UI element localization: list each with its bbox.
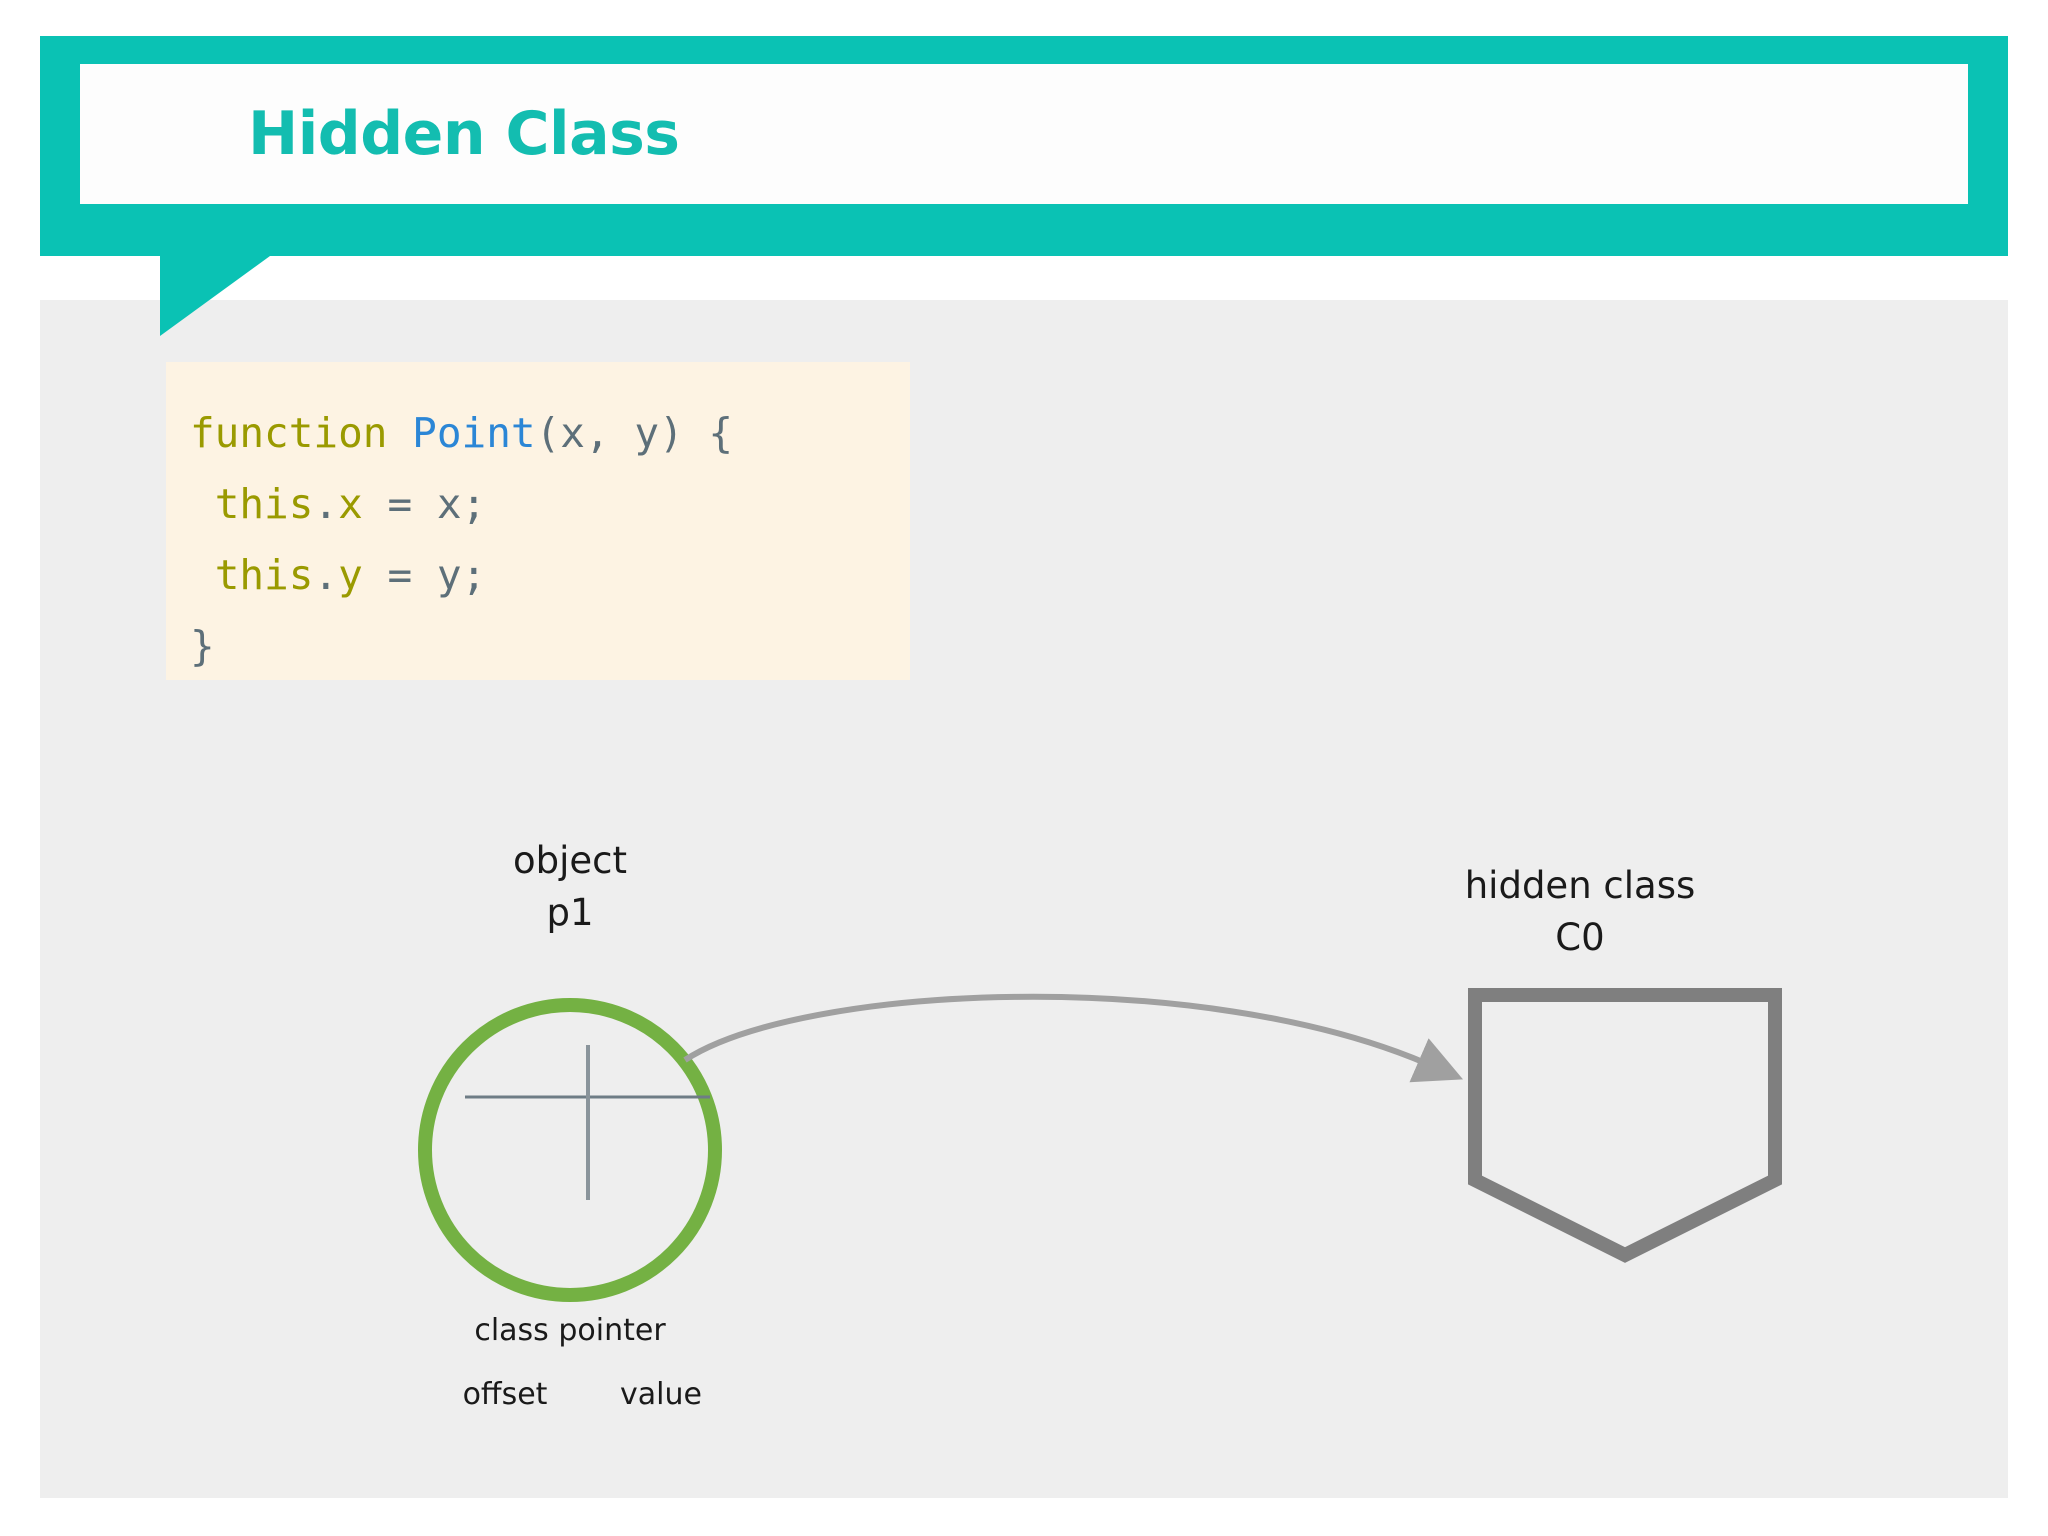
object-node-label-line1: object (512, 839, 628, 882)
code-token-punctuation: } (190, 622, 215, 670)
object-node-circle (418, 998, 722, 1302)
hidden-class-node-label-line1: hidden class (1464, 864, 1696, 907)
code-token-function-name: Point (412, 409, 536, 457)
object-node-label: object p1 (420, 835, 720, 939)
code-line: this.x = x; (190, 469, 910, 540)
code-block: function Point(x, y) { this.x = x; this.… (166, 362, 910, 680)
hidden-class-node-label: hidden class C0 (1380, 860, 1780, 964)
code-token-punctuation: = x; (362, 480, 487, 528)
code-token-punctuation: = y; (362, 551, 487, 599)
diagram-svg (418, 988, 1782, 1302)
hidden-class-node-shape (1468, 988, 1782, 1263)
code-token-keyword: this (214, 480, 314, 528)
code-token-punctuation: . (313, 551, 339, 599)
code-token-keyword: this (214, 551, 314, 599)
class-pointer-arrow (683, 993, 1464, 1083)
class-pointer-label: class pointer (474, 1313, 666, 1348)
page-title: Hidden Class (248, 99, 680, 169)
title-bubble-tail-icon (160, 256, 270, 336)
code-token-keyword: function (190, 409, 388, 457)
code-line: function Point(x, y) { (190, 398, 910, 469)
code-line: this.y = y; (190, 540, 910, 611)
title-bubble-inner: Hidden Class (80, 64, 1968, 204)
code-token-punctuation: . (313, 480, 339, 528)
hidden-class-node-label-line2: C0 (1555, 916, 1605, 959)
field-table-header-offset: offset (462, 1377, 548, 1412)
code-token-punctuation: (x, y) { (535, 409, 734, 457)
code-line: } (190, 611, 910, 682)
code-token-property: x (338, 480, 363, 528)
diagram-canvas: object p1 hidden class C0 class pointer … (40, 300, 2008, 1498)
object-node-label-line2: p1 (546, 891, 594, 934)
code-token-property: y (338, 551, 363, 599)
field-table-header-value: value (620, 1377, 702, 1412)
title-bubble: Hidden Class (40, 36, 2008, 256)
